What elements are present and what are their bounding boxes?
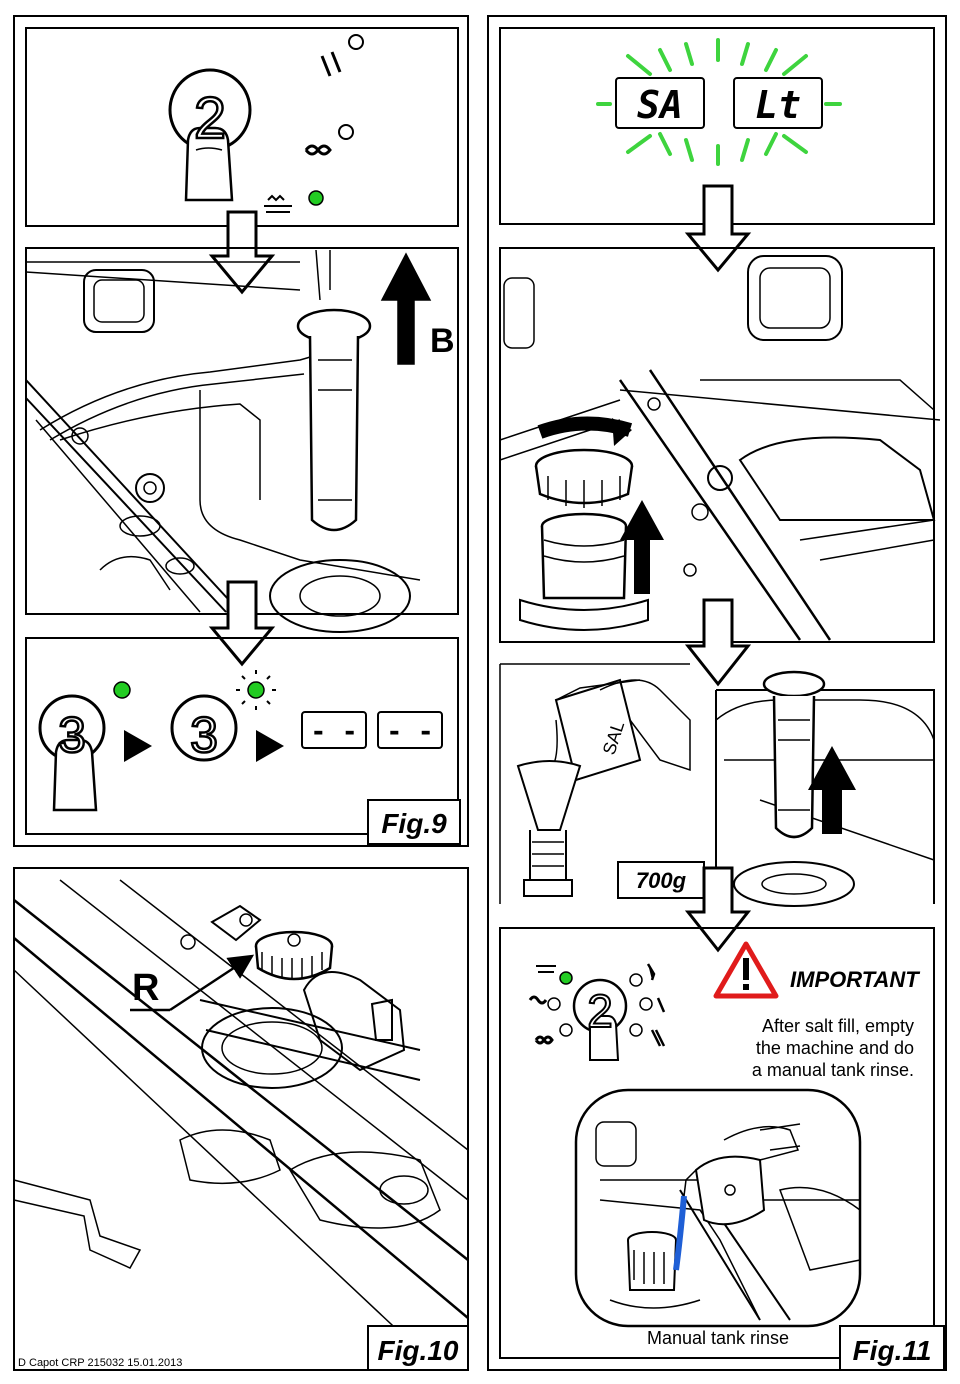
fig11-down-arrow-3 <box>684 866 752 953</box>
fig11-frame <box>487 15 947 1371</box>
fig9-display-left: - - <box>311 717 358 747</box>
fig9-label: Fig.9 <box>381 808 447 839</box>
rinse-water-stream <box>673 1195 687 1271</box>
fig11-display-left: SA <box>637 83 683 127</box>
fig9-down-arrow-2 <box>208 580 276 667</box>
fig9-frame <box>13 15 469 847</box>
fig9-panel-tank <box>25 247 459 633</box>
fig10-footer-ref: D Capot CRP 215032 15.01.2013 <box>18 1357 182 1369</box>
fig9-display-right: - - <box>387 717 434 747</box>
fig9-button-2: 2 <box>194 86 226 151</box>
fig11-label: Fig.11 <box>853 1335 932 1366</box>
fig10-label: Fig.10 <box>378 1335 459 1366</box>
fig9-led-blinking <box>247 681 265 699</box>
fig10-part-r-label: R <box>132 967 159 1009</box>
important-line-1: After salt fill, empty <box>762 1016 914 1036</box>
fig9-button-3a: 3 <box>58 707 86 763</box>
fig9-button-3b: 3 <box>190 707 218 763</box>
fig9-panel-button3 <box>25 637 459 835</box>
fig11-display-right: Lt <box>755 83 801 127</box>
fig11-salt-weight: 700g <box>636 868 687 893</box>
fig9-led-green <box>308 190 324 206</box>
fig11-button-2: 2 <box>587 985 613 1037</box>
important-line-3: a manual tank rinse. <box>752 1060 914 1080</box>
rinse-caption: Manual tank rinse <box>647 1328 789 1348</box>
fig10-panel <box>13 867 469 1371</box>
important-line-2: the machine and do <box>756 1038 914 1058</box>
fig9-down-arrow-1 <box>208 210 276 295</box>
fig11-panel-cap <box>499 247 941 643</box>
important-title: IMPORTANT <box>790 967 920 992</box>
fig11-panel-rinse <box>499 927 935 1359</box>
fig9-step-b-label: B <box>430 322 455 360</box>
fig11-panel-salt <box>499 663 935 907</box>
fig9-panel-button2 <box>25 27 459 227</box>
fig11-down-arrow-1 <box>684 184 752 273</box>
fig11-down-arrow-2 <box>684 598 752 687</box>
